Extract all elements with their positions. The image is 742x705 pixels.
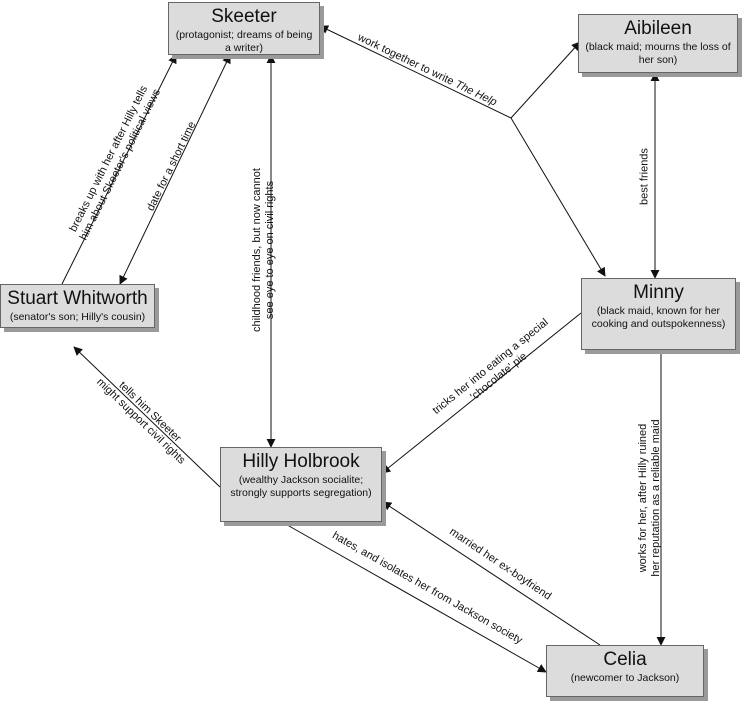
node-description: (protagonist; dreams of being a writer): [175, 29, 313, 54]
edge-hub-aibileen: [510, 41, 581, 119]
node-name: Hilly Holbrook: [242, 451, 360, 472]
label-line: childhood friends, but now cannot: [251, 168, 263, 332]
node-name: Aibileen: [624, 18, 692, 39]
node-description: (newcomer to Jackson): [570, 672, 680, 684]
edge-hub-minny: [510, 117, 606, 277]
edge-hilly-celia: [281, 521, 547, 673]
node-description: (wealthy Jackson socialite; strongly sup…: [230, 474, 372, 499]
node-hilly: Hilly Holbrook (wealthy Jackson socialit…: [220, 447, 382, 522]
node-name: Skeeter: [211, 6, 277, 27]
node-name: Celia: [603, 649, 647, 670]
edge-hilly-stuart: [73, 346, 221, 488]
label-works-for: works for her, after Hilly ruined her re…: [637, 398, 663, 598]
node-minny: Minny (black maid, known for her cooking…: [581, 278, 736, 350]
edge-celia-hilly: [382, 501, 601, 646]
label-line: see eye to eye on civil rights: [264, 180, 276, 320]
label-line: her reputation as a reliable maid: [650, 419, 662, 577]
node-stuart: Stuart Whitworth (senator's son; Hilly's…: [0, 284, 155, 328]
label-line: works for her, after Hilly ruined: [637, 423, 649, 573]
node-description: (black maid, known for her cooking and o…: [591, 305, 726, 330]
node-name: Minny: [633, 282, 684, 303]
node-description: (senator's son; Hilly's cousin): [9, 311, 146, 323]
node-name: Stuart Whitworth: [7, 288, 148, 309]
node-skeeter: Skeeter (protagonist; dreams of being a …: [168, 2, 320, 55]
node-description: (black maid; mourns the loss of her son): [585, 41, 731, 66]
edge-stuart-skeeter-date: [119, 54, 231, 285]
node-celia: Celia (newcomer to Jackson): [546, 645, 704, 697]
edge-minny-hilly: [381, 312, 582, 474]
label-line: best friends: [638, 148, 651, 205]
label-best-friends: best friends: [639, 137, 652, 217]
edge-skeeter-hub: [319, 25, 512, 119]
label-childhood: childhood friends, but now cannot see ey…: [251, 140, 277, 360]
node-aibileen: Aibileen (black maid; mourns the loss of…: [578, 14, 738, 73]
